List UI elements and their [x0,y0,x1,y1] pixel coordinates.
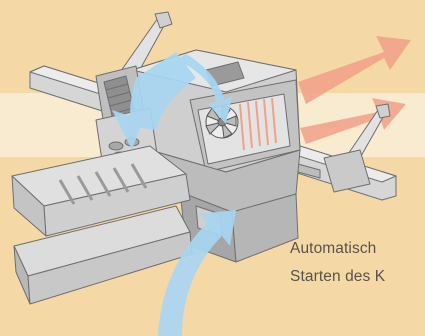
caption-line-2: Starten des K [290,268,385,286]
caption-line-1: Automatisch [290,240,376,258]
